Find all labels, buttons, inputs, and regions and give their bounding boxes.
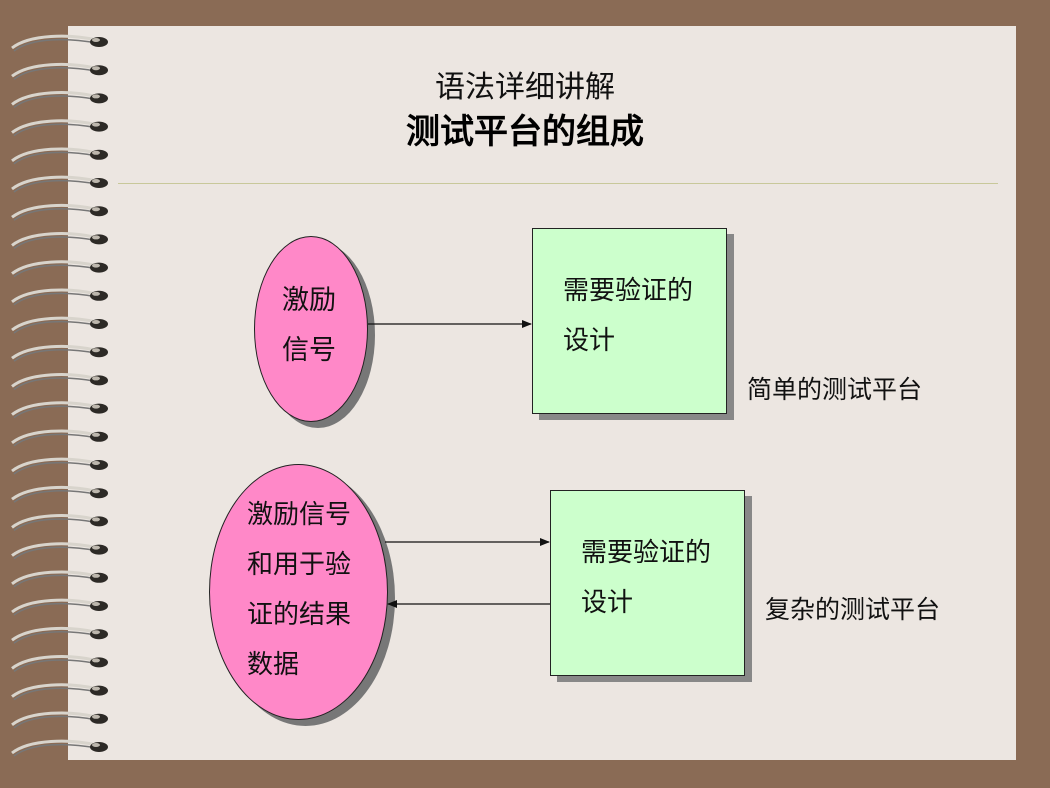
spiral-binding bbox=[11, 34, 108, 757]
slide-title: 测试平台的组成 bbox=[406, 112, 644, 152]
design-label-simple: 需要验证的 设计 bbox=[563, 276, 694, 356]
caption-simple: 简单的测试平台 bbox=[747, 375, 923, 404]
stimulus-label-complex: 激励信号 和用于验 证的结果 数据 bbox=[247, 500, 352, 680]
slide-subtitle: 语法详细讲解 bbox=[435, 70, 615, 105]
stimulus-ellipse-complex bbox=[209, 464, 388, 720]
design-box-complex bbox=[550, 490, 745, 676]
stimulus-label-simple: 激励 信号 bbox=[282, 285, 336, 366]
design-box-simple bbox=[532, 228, 727, 414]
design-label-complex: 需要验证的 设计 bbox=[581, 538, 712, 618]
caption-complex: 复杂的测试平台 bbox=[765, 595, 941, 624]
stimulus-ellipse-simple bbox=[254, 236, 368, 422]
title-divider bbox=[118, 183, 998, 184]
